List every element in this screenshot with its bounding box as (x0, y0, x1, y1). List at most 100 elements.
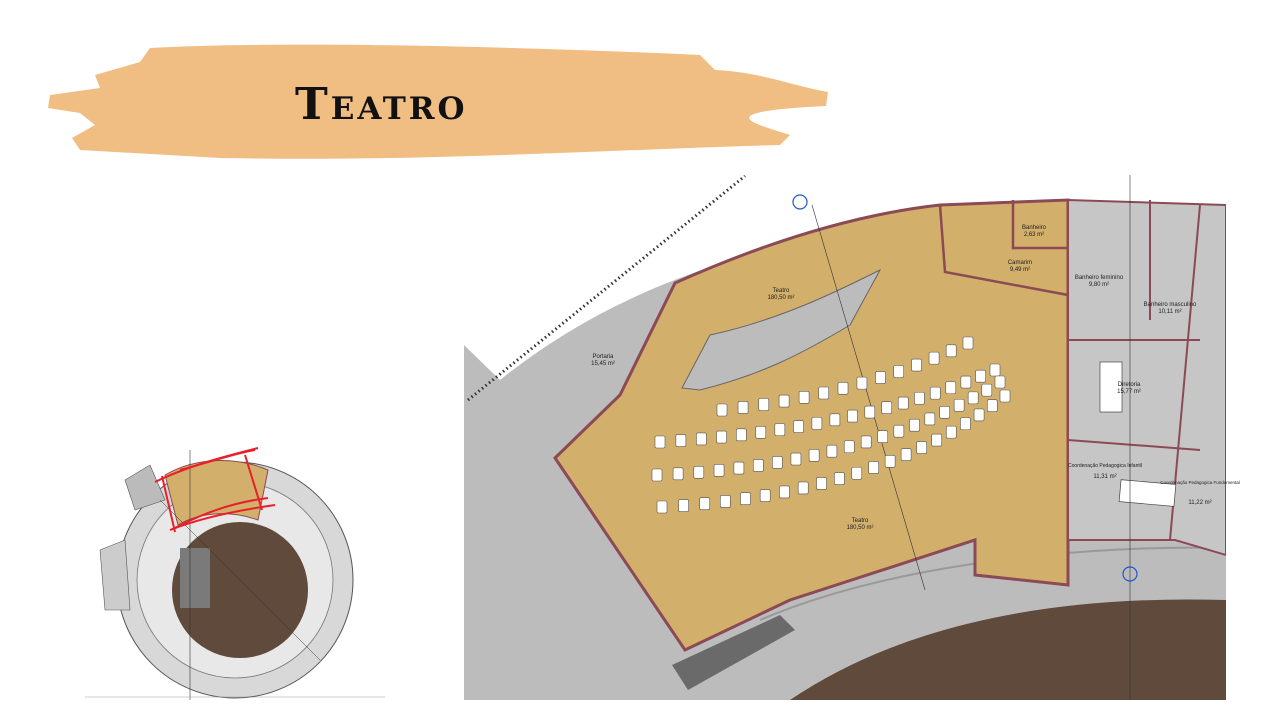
seat (914, 391, 925, 405)
seat (779, 485, 790, 499)
room-area: 9,80 m² (1089, 282, 1109, 288)
slide-title: Teatro (295, 79, 468, 130)
room-area: 11,22 m² (1188, 500, 1211, 506)
seat (798, 390, 810, 404)
seat (875, 371, 886, 384)
seat (759, 489, 771, 502)
room-name: Camarim (1008, 260, 1032, 266)
seat (897, 396, 909, 410)
seat (716, 430, 727, 444)
room-name: Coordenação Pedagogica Fundamental (1160, 480, 1240, 485)
room-name: Teatro (852, 518, 869, 524)
seat (793, 420, 804, 433)
seat (960, 417, 971, 431)
room-area: 180,50 m² (846, 525, 873, 531)
room-area: 15,45 m² (591, 361, 615, 367)
seat (816, 477, 827, 490)
seat (829, 413, 841, 427)
seat (893, 424, 905, 438)
seat (924, 412, 936, 426)
seat (909, 418, 920, 432)
seat (672, 467, 684, 481)
room-name: Portaria (592, 354, 614, 360)
seat (945, 425, 957, 439)
seat (851, 466, 863, 480)
seat (651, 468, 663, 482)
seat (945, 381, 957, 395)
seat (790, 452, 802, 466)
seat (654, 435, 666, 449)
overview-site-plan (85, 447, 385, 700)
room-name: Banheiro feminino (1075, 275, 1124, 281)
section-marker-icon (792, 194, 808, 210)
seat (962, 336, 974, 350)
seat (860, 435, 872, 449)
room-area: 10,11 m² (1158, 309, 1181, 315)
seat (975, 369, 986, 383)
seat (837, 381, 849, 395)
seat (843, 440, 855, 454)
seat (928, 351, 940, 365)
seat (740, 492, 751, 506)
seat (778, 394, 790, 408)
seat (774, 423, 786, 436)
section-marker-icon (1122, 566, 1138, 582)
seat (945, 344, 957, 358)
seat (953, 398, 965, 412)
room-name: Banheiro (1022, 225, 1047, 231)
seat (693, 465, 705, 479)
room-name: Coordenação Pedagogica Infantil (1068, 463, 1142, 469)
seat (856, 376, 868, 390)
highlight-marks (154, 447, 276, 533)
seat (834, 472, 845, 485)
seat (716, 403, 728, 417)
seat (811, 417, 823, 430)
seat (939, 405, 950, 419)
seat (696, 432, 707, 446)
seat (818, 386, 830, 400)
seat (994, 375, 1006, 389)
room-name: Diretoria (1118, 382, 1141, 388)
seat (893, 365, 904, 378)
seat (797, 481, 809, 495)
room-area: 11,31 m² (1093, 474, 1116, 480)
seat (808, 449, 820, 462)
seat (931, 433, 942, 447)
seat (720, 495, 731, 508)
room-name: Banheiro masculino (1144, 302, 1197, 308)
room-area: 9,49 m² (1010, 267, 1030, 273)
seat (755, 426, 767, 439)
seat (737, 401, 749, 414)
seat (733, 461, 745, 475)
seat (911, 358, 922, 372)
room-area: 180,50 m² (767, 295, 794, 301)
seat (967, 391, 979, 405)
seat (656, 500, 668, 514)
seating-rows (651, 336, 1011, 514)
seat (900, 448, 912, 461)
seat (758, 398, 770, 411)
seat (678, 499, 689, 512)
seat (929, 386, 941, 400)
seat (699, 497, 710, 511)
seat (713, 464, 725, 477)
seat (675, 434, 687, 447)
seat (753, 459, 764, 472)
seat (884, 454, 896, 468)
seat (989, 363, 1001, 377)
seat (868, 461, 879, 474)
room-name: Teatro (773, 288, 790, 294)
seat (736, 428, 747, 442)
seat (986, 399, 998, 412)
